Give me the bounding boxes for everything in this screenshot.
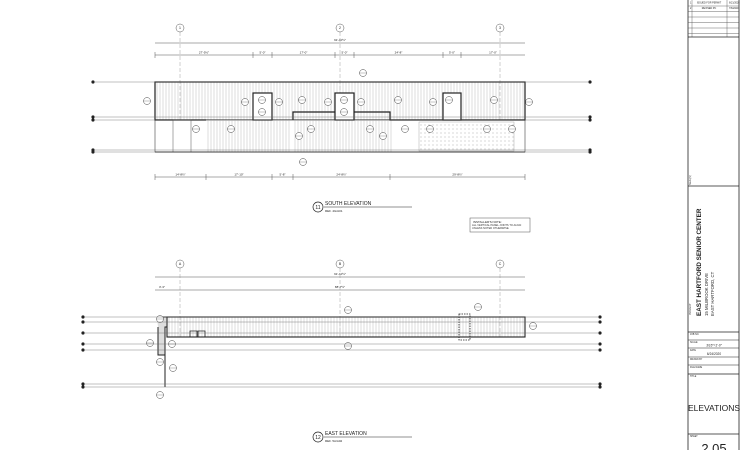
svg-text:PROJECT: PROJECT [689, 303, 692, 315]
view-number-bubble [312, 201, 324, 213]
view-title: SOUTH ELEVATION [325, 201, 372, 207]
date-value: 6/24/2020 [707, 352, 721, 356]
title-block: 1 ISSUED FOR PERMIT 6/21/2020 2 REVISED … [687, 0, 740, 450]
ladder [458, 313, 471, 341]
svg-text:DRAWN BY: DRAWN BY [690, 358, 703, 361]
grid-bubble [175, 23, 185, 33]
view-number: 12 [315, 435, 321, 441]
dimension-label: 5'-0" [342, 51, 348, 55]
svg-text:INSTALLER'S NOTE:: INSTALLER'S NOTE: [473, 220, 502, 224]
level-marker-icon [598, 315, 602, 319]
svg-text:SEAL(S): SEAL(S) [689, 175, 692, 185]
grid-bubble [495, 259, 505, 269]
svg-text:1: 1 [690, 2, 692, 5]
view-number-bubble [312, 431, 324, 443]
sheet-title: ELEVATIONS [688, 403, 740, 413]
stone-panel [418, 121, 515, 152]
south-elevation: 91'-10½" 27'-5½"5'-0"17'-0"5'-0"24'-8"5'… [91, 23, 592, 213]
level-marker-icon [81, 342, 85, 346]
dimension-label: 24'-8" [395, 51, 403, 55]
svg-text:6/21/2020: 6/21/2020 [729, 2, 740, 5]
grid-label: 3 [499, 26, 501, 30]
level-marker-icon [81, 315, 85, 319]
level-marker-icon [598, 385, 602, 389]
svg-text:DATE: DATE [690, 349, 696, 352]
installers-note-text: ALL VERTICAL PANEL JOINTS TO ALIGN UNLES… [472, 224, 522, 230]
grid-label: 1 [179, 26, 181, 30]
svg-text:2: 2 [690, 7, 692, 10]
level-marker-icon [91, 80, 95, 84]
window [442, 92, 462, 121]
view-reference: REF. 4G/A01 [325, 209, 343, 213]
grid-label: 2 [339, 26, 341, 30]
level-marker-icon [598, 320, 602, 324]
level-marker-icon [81, 382, 85, 386]
svg-text:7/6/2020: 7/6/2020 [729, 7, 739, 10]
level-marker-icon [91, 115, 95, 119]
level-marker-icon [81, 320, 85, 324]
level-marker-icon [588, 80, 592, 84]
revision-description: REVISED PC [702, 7, 717, 10]
grid-bubble [495, 23, 505, 33]
level-marker-icon [598, 382, 602, 386]
dimension-label: 17'-0" [300, 51, 308, 55]
grid-label: B [339, 262, 342, 266]
project-address: 15 MILBROOK DRIVE [704, 273, 709, 316]
grid-label: C [499, 262, 502, 266]
level-marker-icon [81, 331, 85, 335]
east-wall [166, 316, 526, 338]
level-marker-icon [81, 348, 85, 352]
svg-text:TITLE: TITLE [690, 376, 697, 378]
installers-note: INSTALLER'S NOTE: ALL VERTICAL PANEL JOI… [469, 217, 531, 233]
svg-text:SHEET: SHEET [690, 436, 698, 438]
level-marker-icon [588, 115, 592, 119]
dimension-label: 24'-8½" [336, 173, 346, 177]
svg-text:FILE NAME: FILE NAME [690, 366, 703, 369]
svg-text:JOB NO.: JOB NO. [690, 334, 700, 336]
level-marker-icon [91, 150, 95, 154]
project-city: EAST HARTFORD, CT [710, 271, 715, 316]
grid-label: A [179, 262, 182, 266]
view-title: EAST ELEVATION [325, 431, 367, 437]
revision-description: ISSUED FOR PERMIT [697, 2, 722, 5]
dimension-label: 5'-0" [260, 51, 266, 55]
level-marker-icon [91, 118, 95, 122]
level-marker-icon [598, 348, 602, 352]
view-reference: REF. 5A/A02 [325, 439, 343, 443]
grid-bubble [335, 259, 345, 269]
level-marker-icon [588, 150, 592, 154]
grid-bubble [175, 259, 185, 269]
dimension-label: 14'-8½" [175, 173, 185, 177]
grid-bubble [335, 23, 345, 33]
sheet-number: 2.05 [701, 441, 726, 450]
level-marker-icon [598, 331, 602, 335]
svg-text:3'-3": 3'-3" [159, 285, 165, 289]
view-number: 11 [315, 205, 320, 211]
svg-text:SCALE: SCALE [690, 341, 698, 344]
dimension-label: 29'-8½" [452, 173, 462, 177]
dimension-label: 5'-8" [280, 173, 286, 177]
dimension-label: 17'-10" [234, 173, 243, 177]
dimension-label: 17'-0" [489, 51, 497, 55]
project-name: EAST HARTFORD SENIOR CENTER [696, 208, 703, 316]
scale-value: 3/16"=1'-0" [706, 344, 722, 348]
level-marker-icon [598, 342, 602, 346]
level-marker-icon [588, 118, 592, 122]
dimension-label: 27'-5½" [199, 51, 209, 55]
level-marker-icon [81, 385, 85, 389]
dimension-label: 5'-0" [449, 51, 455, 55]
